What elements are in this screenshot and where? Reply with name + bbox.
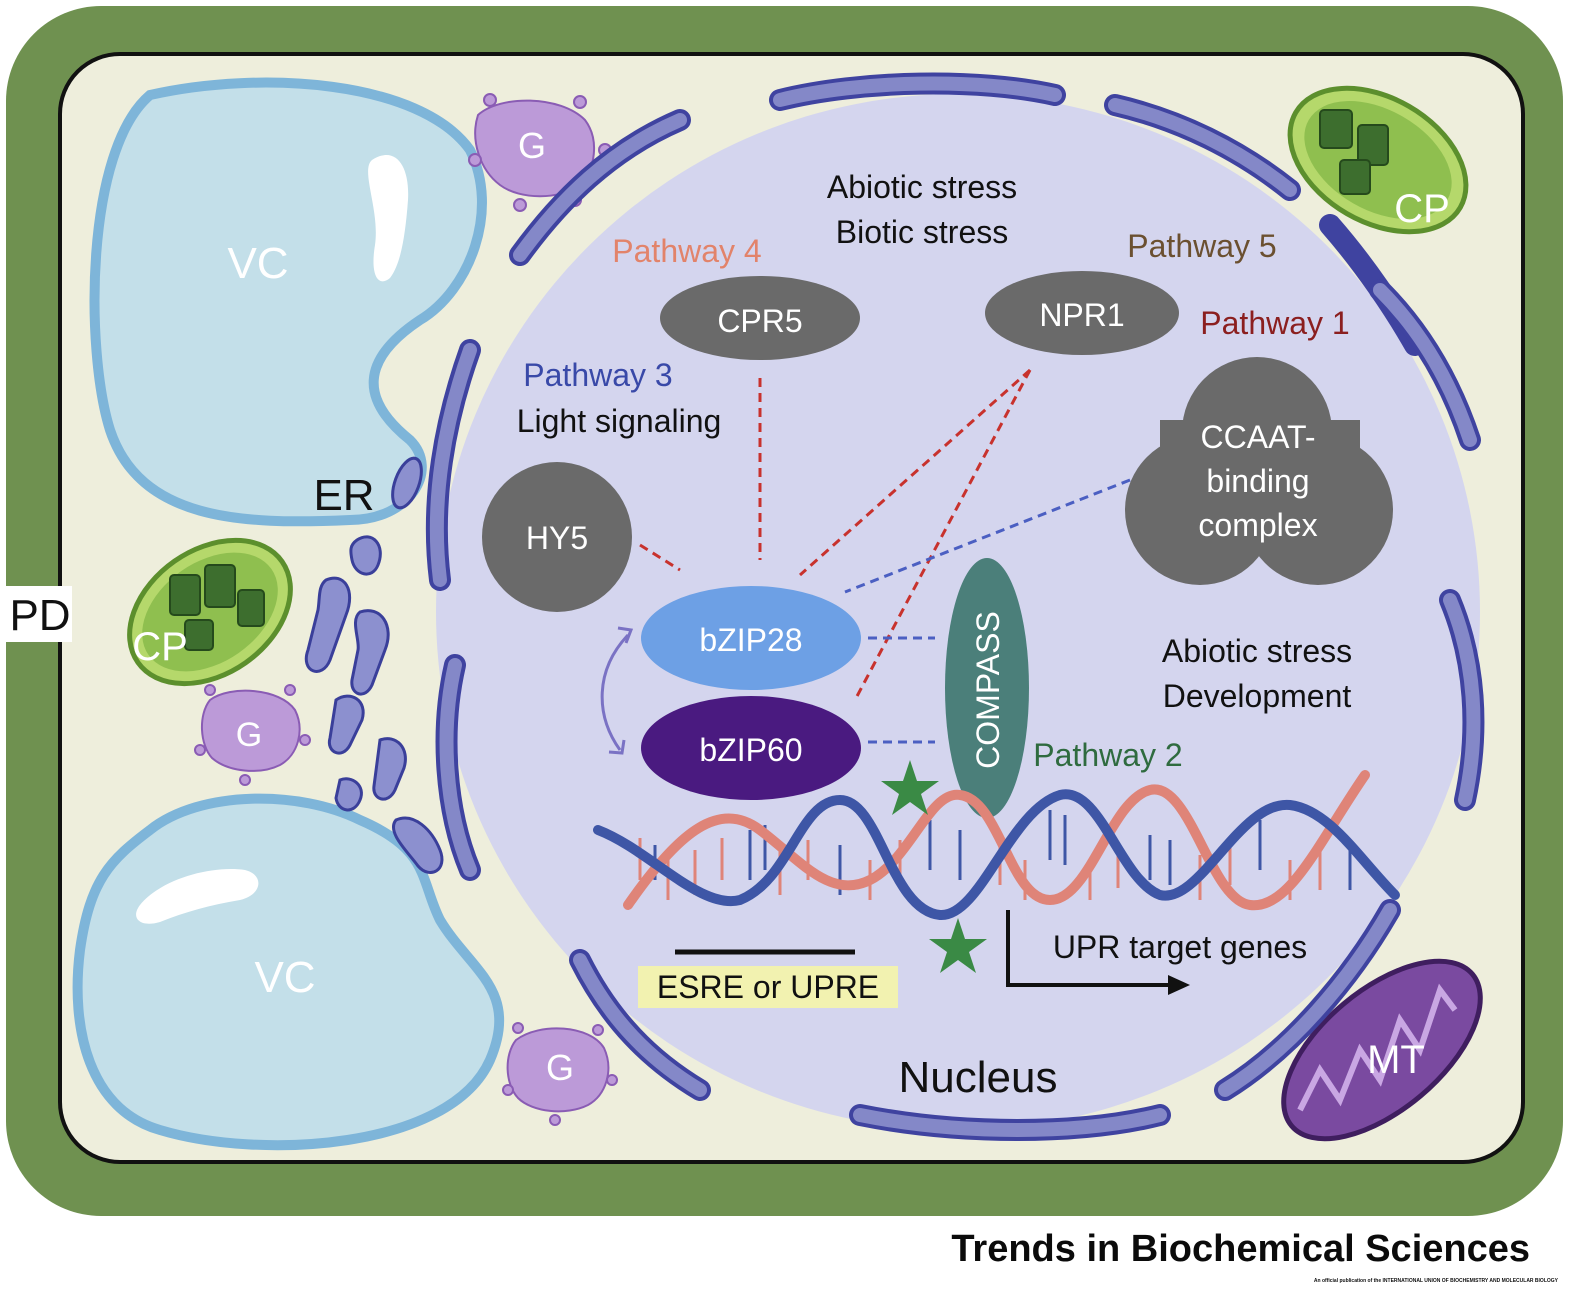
journal-tagline: An official publication of the INTERNATI… (1313, 1278, 1558, 1284)
double-arrow-icon (600, 626, 634, 755)
bzip28-protein (641, 586, 861, 690)
hy5-label: HY5 (526, 520, 588, 556)
ccaat-binding-complex: CCAAT- binding complex (1125, 357, 1393, 585)
mitochondrion-label: MT (1367, 1038, 1425, 1082)
hy5-protein (482, 462, 632, 612)
ccaat-label-line2: binding (1206, 463, 1309, 499)
golgi-mid: G (194, 684, 311, 786)
vacuole-bottom-label: VC (254, 953, 315, 1002)
bzip60-protein (641, 696, 861, 800)
compass-protein (945, 558, 1029, 818)
chloroplast-left-label: CP (132, 625, 188, 669)
pathway-3-label: Pathway 3 (523, 357, 672, 393)
vacuole-top: VC (89, 77, 487, 527)
golgi-top: G (468, 93, 612, 212)
pathway-1-label: Pathway 1 (1200, 305, 1349, 341)
golgi-top-label: G (518, 125, 546, 166)
mitochondrion: MT (1281, 958, 1483, 1142)
cpr5-label: CPR5 (717, 303, 802, 339)
ccaat-label-line3: complex (1198, 507, 1317, 543)
golgi-bottom: G (502, 1022, 618, 1126)
bzip28-label: bZIP28 (699, 622, 802, 658)
bent-arrow-icon (1006, 910, 1190, 995)
stress-top-line2: Biotic stress (836, 214, 1008, 250)
esre-upre-label: ESRE or UPRE (657, 969, 879, 1005)
stress-top-line1: Abiotic stress (827, 169, 1017, 205)
upr-target-genes-label: UPR target genes (1053, 929, 1307, 965)
bzip60-label: bZIP60 (699, 732, 802, 768)
dna-helix (593, 770, 1400, 920)
chloroplast-left: CP (127, 537, 293, 687)
pd-label: PD (9, 591, 70, 640)
star-icon (929, 918, 987, 973)
pathway-4-label: Pathway 4 (612, 233, 761, 269)
er-label: ER (313, 471, 374, 520)
stress-right-line1: Abiotic stress (1162, 633, 1352, 669)
nucleus-label: Nucleus (899, 1053, 1058, 1102)
cpr5-protein (660, 276, 860, 360)
golgi-mid-label: G (236, 716, 262, 754)
npr1-protein (985, 271, 1179, 355)
vacuole-top-label: VC (227, 239, 288, 288)
journal-footer: Trends in Biochemical Sciences An offici… (910, 1226, 1560, 1290)
pathway-5-label: Pathway 5 (1127, 228, 1276, 264)
vacuole-bottom: VC (72, 793, 505, 1151)
nuclear-envelope-fill (429, 76, 1481, 1137)
chloroplast-right-label: CP (1394, 187, 1450, 231)
ccaat-label-line1: CCAAT- (1201, 419, 1316, 455)
golgi-bottom-label: G (546, 1047, 574, 1088)
esre-upre-highlight (638, 966, 898, 1008)
endoplasmic-reticulum (304, 456, 444, 874)
red-dashed-connectors (639, 368, 1032, 701)
journal-title: Trends in Biochemical Sciences (951, 1228, 1530, 1270)
compass-label: COMPASS (970, 611, 1006, 769)
blue-dashed-connectors (844, 478, 1131, 744)
star-icon (881, 760, 939, 815)
pathway-2-label: Pathway 2 (1033, 737, 1182, 773)
pd-label-box (0, 586, 72, 642)
npr1-label: NPR1 (1039, 297, 1124, 333)
chloroplast-right: CP (1287, 85, 1469, 235)
light-signaling-label: Light signaling (517, 403, 722, 439)
stress-right-line2: Development (1163, 678, 1352, 714)
